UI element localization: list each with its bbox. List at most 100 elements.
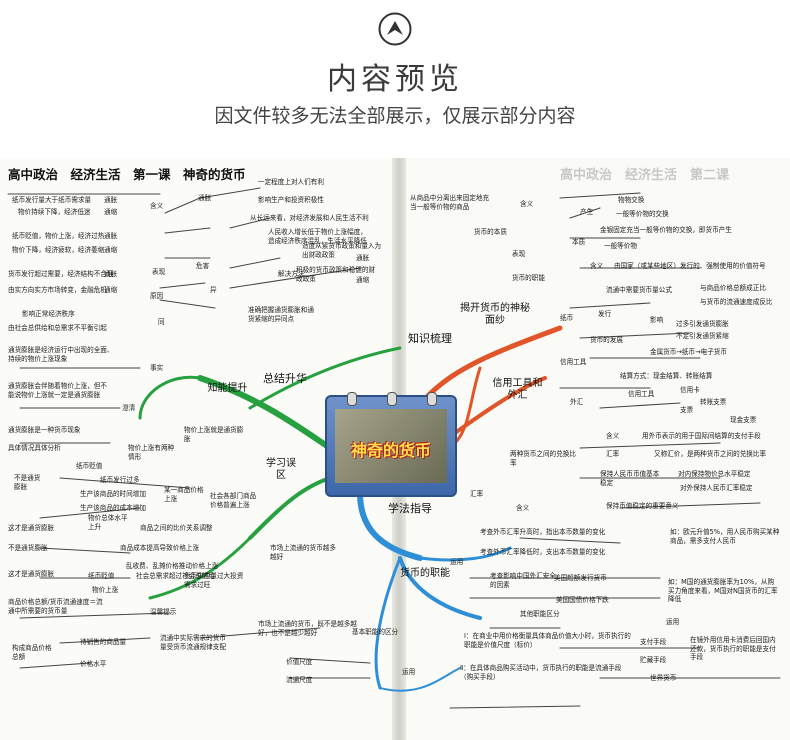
left-node: 物价上涨就是通货膨胀 <box>184 426 244 443</box>
ghost-title: 高中政治 经济生活 第二课 <box>560 168 730 183</box>
left-node: 纸币贬值 <box>88 572 115 580</box>
right-node: 信用工具 <box>560 358 587 366</box>
right-node: 美国超额发行货币 <box>554 574 607 582</box>
left-node: 澄清 <box>122 404 136 412</box>
right-node: 一般等价物 <box>604 242 637 250</box>
center-title: 神奇的货币 <box>350 441 431 460</box>
right-node: 物物交换 <box>618 196 645 204</box>
right-node: 对外保持人民币汇率稳定 <box>680 484 753 492</box>
left-node: 基本职能的区分 <box>352 628 399 636</box>
preview-header: 内容预览 因文件较多无法全部展示，仅展示部分内容 <box>0 0 790 160</box>
money-picture <box>335 409 447 483</box>
left-node: 通缩 <box>104 246 118 254</box>
right-node: 现金支票 <box>730 416 757 424</box>
left-node: 纸币贬值 <box>76 462 103 470</box>
right-node: 考查外币汇率降低时，支出本币数量的变化 <box>480 548 606 556</box>
right-node: 在镜外用信用卡消费后回国内还款，货币执行的职能是支付手段 <box>690 636 776 661</box>
left-node: 通货膨胀是经济运行中出现的全面、持续的物价上涨现象 <box>8 346 114 363</box>
left-node: 价格水平 <box>80 660 107 668</box>
left-node: 物价上涨有两种情形 <box>128 444 175 461</box>
left-node: 适度从紧货币政策和量入为出财政政策 <box>302 242 382 259</box>
right-node: 运用 <box>450 558 464 566</box>
left-node: 人民收入增长低于物价上涨幅度，造成经济秩序混乱，生活水平降低 <box>268 228 367 245</box>
right-node: 外汇 <box>570 398 584 406</box>
right-node: 含义 <box>516 504 530 512</box>
right-node: 本质 <box>572 238 586 246</box>
right-node: 货币的职能 <box>512 274 545 282</box>
right-node: 金银固定充当一般等价物的交换，即货币产生 <box>600 226 732 234</box>
left-node: 待销售的商品量 <box>80 638 127 646</box>
left-node: 事实 <box>150 364 164 372</box>
book-title: 高中政治 经济生活 第一课 神奇的货币 <box>8 167 246 182</box>
left-node: 由实方向实方市场转变，金融危机 <box>8 286 107 294</box>
left-node: 通缩 <box>104 208 118 216</box>
left-node: 一定程度上对人们有利 <box>258 178 324 186</box>
right-node: 一般等价物的交换 <box>616 210 669 218</box>
right-node: 金属货币→纸币→电子货币 <box>650 348 727 356</box>
right-node: 转账支票 <box>700 398 727 406</box>
left-node: 生产该商品的时间增加 <box>80 490 146 498</box>
binder-ring <box>347 392 357 406</box>
left-node: 异 <box>210 286 217 294</box>
left-node: 某一商品价格上涨 <box>164 486 204 503</box>
left-node: 通胀 <box>198 194 212 202</box>
left-node: 不是通货膨胀 <box>14 474 41 491</box>
left-node: 通胀 <box>104 270 118 278</box>
right-node: 含义 <box>606 432 620 440</box>
left-node: 从长远来看，对经济发展和人民生活不利 <box>250 214 369 222</box>
left-node: 构成商品价格总额 <box>12 644 52 661</box>
left-node: 商品成本提高导致价格上涨 <box>120 544 200 552</box>
right-node: 汇率 <box>470 490 484 498</box>
right-node: 与货币的流通速度成反比 <box>700 298 773 306</box>
right-node: 表现 <box>512 250 526 258</box>
right-node: 信用卡 <box>680 386 700 394</box>
left-node: 影响正常经济秩序 <box>22 310 75 318</box>
right-node: 考查外币汇率升高时，指出本币数量的变化 <box>480 528 606 536</box>
left-node: 物价下降，经济疲软，经济萎缩 <box>12 246 105 254</box>
right-node: 贮藏手段 <box>640 656 667 664</box>
left-node: 不是通货膨胀 <box>8 544 48 552</box>
right-node: 流通中需要货币量公式 <box>606 286 672 294</box>
left-node: 含义 <box>150 202 164 210</box>
left-node: 影响生产和投资积极性 <box>258 196 324 204</box>
right-node: 含义 <box>520 200 534 208</box>
right-node: 支票 <box>680 406 694 414</box>
left-node: 通货膨胀会伴随着物价上涨，但不能说物价上涨就一定是通货膨胀 <box>8 382 107 399</box>
right-node: 结算方式：现金结算、转账结算 <box>620 372 713 380</box>
left-node: 生产该商品的成本增加 <box>80 504 146 512</box>
binder-ring <box>427 392 437 406</box>
right-node: 运用 <box>666 618 680 626</box>
preview-title: 内容预览 <box>327 62 463 97</box>
left-node: 物价持续下降，经济低迷 <box>18 208 91 216</box>
binder-ring <box>387 392 397 406</box>
right-node: 从商品中分离出来固定地充当一般等价物的商品 <box>410 194 490 211</box>
left-node: 同 <box>158 318 165 326</box>
right-node: 不足引发通货紧缩 <box>676 332 729 340</box>
right-node: 如：M国的通货膨胀率为10%，从购买力角度来看，M国对N国货币的汇率降低 <box>668 578 778 603</box>
right-node: 世界货币 <box>650 674 677 682</box>
left-node: 积极的货币政策和稳健的财政政策 <box>296 266 376 283</box>
right-node: 其他职能区分 <box>520 610 560 618</box>
right-node: 考查影响中国外汇安全的因素 <box>490 572 556 589</box>
preview-subtitle: 因文件较多无法全部展示，仅展示部分内容 <box>214 105 576 127</box>
left-node: 纸币发行量大于纸币需求量 <box>12 196 92 204</box>
left-node: 这才是通货膨胀 <box>8 524 55 532</box>
right-node: 保持币值稳定的重要意义 <box>606 502 679 510</box>
left-node: 准确把握通货膨胀和通货紧缩的异同点 <box>248 306 314 323</box>
center-topic-card: 神奇的货币 <box>325 392 457 497</box>
left-node: 通胀 <box>356 254 370 262</box>
left-node: 这才是通货膨胀 <box>8 570 55 578</box>
right-node: Ⅱ：在具体商品购买活动中，货币执行的职能是流通手段（购买手段） <box>460 664 622 681</box>
branch-zhineng-tisheng: 知能提升 <box>207 383 248 394</box>
branch-huobi-zhineng: 货币的职能 <box>400 568 450 579</box>
left-node: 乱收费、乱摊价格推动价格上涨 <box>126 562 219 570</box>
right-node: 产生 <box>580 208 594 216</box>
branch-xuefa: 学法指导 <box>388 502 432 515</box>
left-node: 纸币发行过多 <box>100 476 140 484</box>
left-node: 具体情况具体分析 <box>8 444 61 452</box>
right-node: 发行 <box>598 310 612 318</box>
left-node: 物价上涨 <box>92 586 119 594</box>
left-node: 社会总需求超过社会总供给 <box>136 572 216 580</box>
right-node: 信用工具 <box>628 390 655 398</box>
left-node: 商品价格总额/货币流通速度＝流通中所需要的货币量 <box>8 598 103 615</box>
